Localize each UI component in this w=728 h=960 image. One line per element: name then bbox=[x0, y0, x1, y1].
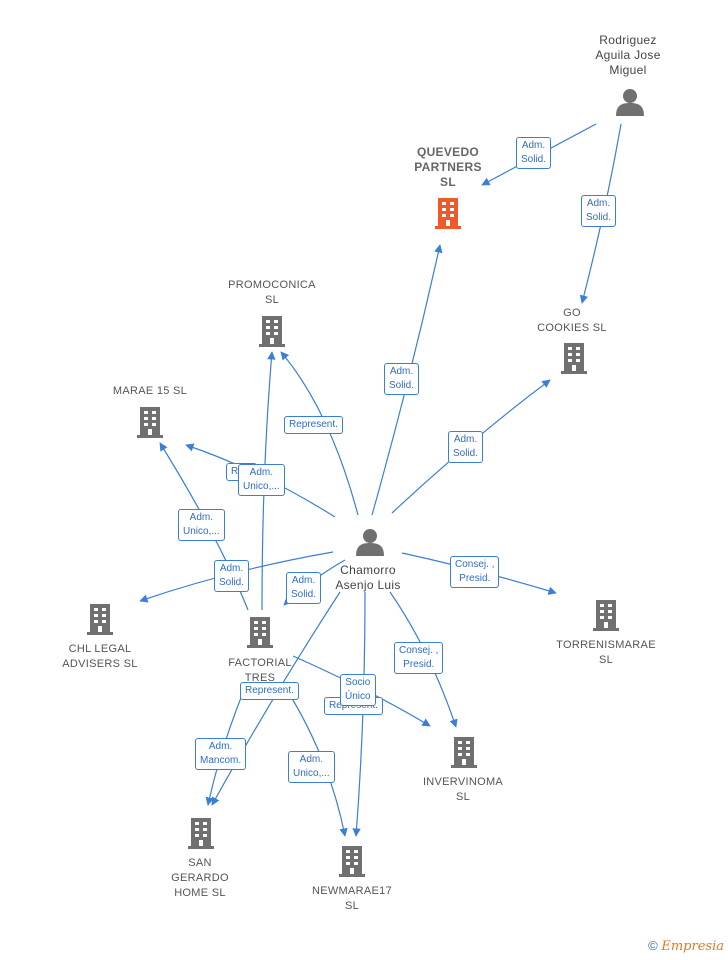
label-line: HOME SL bbox=[174, 887, 226, 899]
edge-role-box[interactable]: Adm. Solid. bbox=[516, 137, 552, 169]
label-line: PROMOCONICA bbox=[228, 279, 316, 291]
edge-lines bbox=[139, 123, 622, 837]
label-line: Miguel bbox=[609, 63, 647, 77]
edge-role-line: Socio bbox=[345, 677, 371, 688]
edge-role-line: Adm. bbox=[453, 434, 478, 445]
edge-role-line: Unico,... bbox=[293, 768, 330, 779]
label-line: FACTORIAL bbox=[228, 657, 292, 669]
edge-role-line: Represent. bbox=[245, 685, 294, 696]
edge-role-line: Adm. bbox=[219, 563, 244, 574]
label-line: TORRENISMARAE bbox=[556, 639, 656, 651]
edge-role-line: Adm. bbox=[521, 140, 546, 151]
node-label-chamorro[interactable]: Chamorro Asenjo Luis bbox=[318, 563, 418, 593]
edge-role-line: Único bbox=[345, 691, 371, 702]
building-icon[interactable] bbox=[259, 316, 285, 347]
label-line: SL bbox=[344, 900, 360, 912]
edge-role-box[interactable]: Adm. Solid. bbox=[214, 560, 250, 592]
label-line: Asenjo Luis bbox=[335, 578, 401, 592]
label-line: GO bbox=[563, 307, 581, 319]
label-line: CHL LEGAL bbox=[68, 643, 132, 655]
building-icon[interactable] bbox=[87, 604, 113, 635]
edge-role-line: Solid. bbox=[453, 448, 479, 459]
person-icon[interactable] bbox=[356, 529, 384, 556]
building-icon-highlight[interactable] bbox=[435, 198, 461, 229]
label-line: TRES bbox=[244, 672, 276, 684]
edge-role-line: Solid. bbox=[291, 589, 317, 600]
node-label-go-cookies[interactable]: GO COOKIES SL bbox=[522, 306, 622, 336]
building-icon[interactable] bbox=[593, 600, 619, 631]
label-line: Aguila Jose bbox=[595, 48, 661, 62]
building-icon[interactable] bbox=[339, 846, 365, 877]
edge-role-line: Presid. bbox=[459, 573, 491, 584]
label-line: Rodriguez bbox=[599, 33, 657, 47]
edge-role-box[interactable]: Socio Único bbox=[340, 674, 376, 706]
edge-role-line: Solid. bbox=[521, 154, 547, 165]
label-line: PARTNERS bbox=[414, 160, 482, 174]
label-line: SL bbox=[598, 654, 614, 666]
node-label-rodriguez[interactable]: Rodriguez Aguila Jose Miguel bbox=[578, 33, 678, 78]
node-label-newmarae17[interactable]: NEWMARAE17 SL bbox=[302, 884, 402, 914]
edge-role-line: Adm. bbox=[299, 754, 324, 765]
brand-logo: Empresia bbox=[661, 939, 724, 954]
edge-role-line: Solid. bbox=[389, 380, 415, 391]
edge-role-line: Represent. bbox=[289, 419, 338, 430]
node-label-torrenismarae[interactable]: TORRENISMARAE SL bbox=[546, 638, 666, 668]
label-line: GERARDO bbox=[171, 872, 229, 884]
label-line: MARAE 15 SL bbox=[112, 385, 188, 397]
building-icon[interactable] bbox=[247, 617, 273, 648]
node-label-invervinoma[interactable]: INVERVINOMA SL bbox=[413, 775, 513, 805]
edge-role-box[interactable]: Adm. Solid. bbox=[384, 363, 420, 395]
edge-role-line: Solid. bbox=[586, 212, 612, 223]
edge-role-box[interactable]: Adm. Solid. bbox=[286, 572, 322, 604]
label-line: SL bbox=[440, 175, 456, 189]
edge-role-line: Adm. bbox=[586, 198, 611, 209]
edge-role-box[interactable]: Adm. Mancom. bbox=[195, 738, 247, 770]
label-line: QUEVEDO bbox=[416, 145, 480, 159]
edge-role-box[interactable]: Adm. Unico,... bbox=[178, 509, 225, 541]
footer-watermark: © Empresia bbox=[648, 938, 724, 954]
edge-role-box[interactable]: Adm. Solid. bbox=[581, 195, 617, 227]
copyright-symbol: © bbox=[648, 938, 658, 953]
label-line: INVERVINOMA bbox=[422, 776, 504, 788]
label-line: SL bbox=[455, 791, 471, 803]
building-icon[interactable] bbox=[137, 407, 163, 438]
edge-role-line: Presid. bbox=[403, 659, 435, 670]
edge-role-line: Unico,... bbox=[243, 481, 280, 492]
label-line: ADVISERS SL bbox=[62, 658, 138, 670]
building-icon[interactable] bbox=[451, 737, 477, 768]
edge-role-line: Adm. bbox=[249, 467, 274, 478]
building-icon[interactable] bbox=[561, 343, 587, 374]
edge-role-line: Adm. bbox=[208, 741, 233, 752]
label-line: NEWMARAE17 bbox=[311, 885, 393, 897]
edge-role-line: Adm. bbox=[389, 366, 414, 377]
edge-role-line: Solid. bbox=[219, 577, 245, 588]
edge-role-line: Adm. bbox=[189, 512, 214, 523]
edge-role-box[interactable]: Adm. Solid. bbox=[448, 431, 484, 463]
edge-role-box[interactable]: Adm. Unico,... bbox=[288, 751, 335, 783]
node-label-san-gerardo[interactable]: SAN GERARDO HOME SL bbox=[150, 856, 250, 901]
edge-role-line: Consej. , bbox=[455, 559, 495, 570]
edge-role-box[interactable]: Adm. Unico,... bbox=[238, 464, 285, 496]
label-line: Chamorro bbox=[340, 563, 396, 577]
label-line: SAN bbox=[188, 857, 212, 869]
edge-role-line: Consej. , bbox=[399, 645, 439, 656]
node-label-marae15[interactable]: MARAE 15 SL bbox=[100, 384, 200, 399]
node-label-quevedo[interactable]: QUEVEDO PARTNERS SL bbox=[398, 145, 498, 190]
person-icon[interactable] bbox=[616, 89, 644, 116]
edge-role-box[interactable]: Represent. bbox=[240, 682, 299, 700]
edge-role-box[interactable]: Consej. , Presid. bbox=[450, 556, 500, 588]
node-label-chl[interactable]: CHL LEGAL ADVISERS SL bbox=[50, 642, 150, 672]
edge-role-line: Unico,... bbox=[183, 526, 220, 537]
building-icon[interactable] bbox=[188, 818, 214, 849]
edge-role-line: Mancom. bbox=[200, 755, 242, 766]
edge-role-box[interactable]: Consej. , Presid. bbox=[394, 642, 444, 674]
label-line: SL bbox=[264, 294, 280, 306]
edge-line bbox=[352, 591, 366, 837]
edge-role-box[interactable]: Represent. bbox=[284, 416, 343, 434]
edge-role-line: Adm. bbox=[291, 575, 316, 586]
label-line: COOKIES SL bbox=[537, 322, 607, 334]
node-label-promoconica[interactable]: PROMOCONICA SL bbox=[212, 278, 332, 308]
